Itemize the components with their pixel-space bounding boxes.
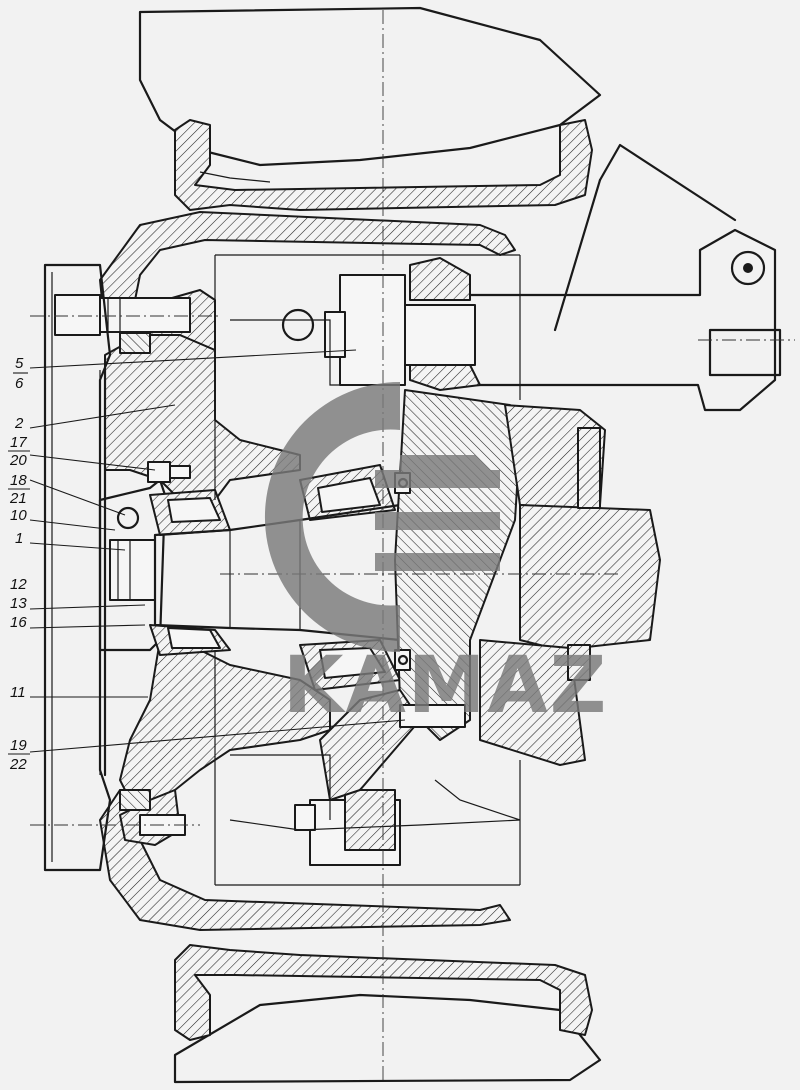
label-19: 19 — [10, 737, 27, 754]
label-12: 12 — [10, 576, 27, 593]
label-22: 22 — [9, 756, 27, 773]
hub-bolt-top — [54, 294, 191, 354]
axle-arm — [468, 143, 782, 412]
wheel-disk — [99, 368, 107, 777]
inner-cover — [98, 478, 167, 652]
label-1: 1 — [15, 530, 23, 547]
brake-shoe-frame — [214, 254, 521, 886]
brake-pin-bottom — [294, 689, 466, 866]
label-16: 16 — [10, 614, 27, 631]
inner-bearing — [299, 464, 401, 691]
kamaz-logo-watermark: KAMAZ — [264, 381, 608, 731]
label-5: 5 — [15, 355, 24, 372]
leader-lines — [29, 349, 406, 753]
label-17: 17 — [10, 434, 27, 451]
watermark-text: KAMAZ — [283, 641, 608, 731]
label-10: 10 — [10, 507, 27, 524]
label-21: 21 — [9, 490, 27, 507]
label-18: 18 — [10, 472, 27, 489]
label-13: 13 — [10, 595, 27, 612]
label-20: 20 — [9, 452, 27, 469]
outer-bearing — [149, 489, 231, 656]
rim-bottom — [174, 944, 593, 1041]
brake-pin-top — [281, 257, 481, 391]
label-2: 2 — [14, 415, 24, 432]
label-6: 6 — [15, 375, 24, 392]
rim-top — [174, 119, 593, 211]
label-11: 11 — [10, 684, 26, 701]
part-labels: 5 6 2 17 20 18 21 10 1 12 13 16 11 19 22 — [8, 355, 30, 773]
